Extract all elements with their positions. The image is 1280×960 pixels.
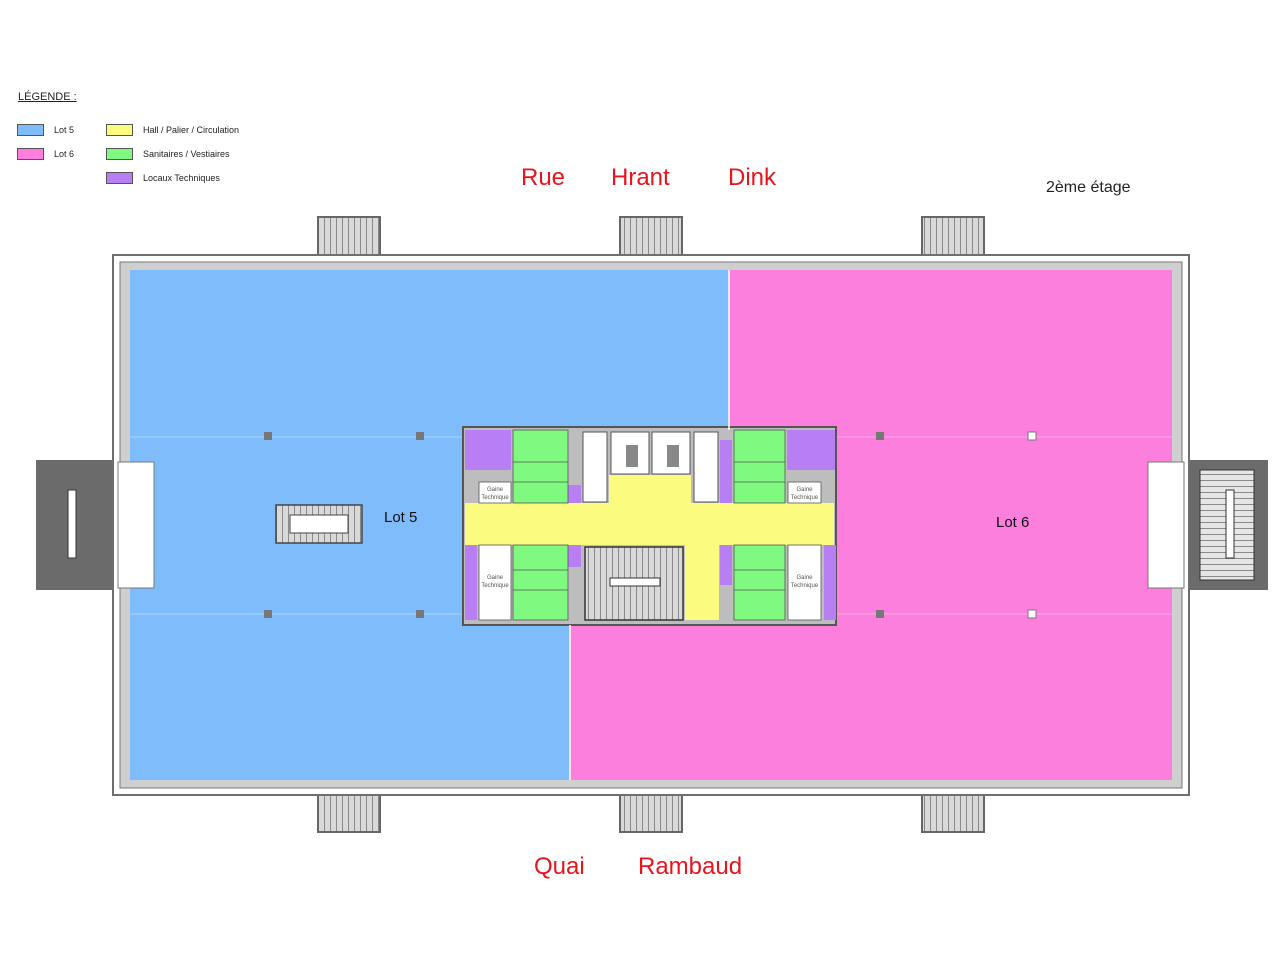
grid-lines [130, 436, 1172, 615]
legend-label-hall: Hall / Palier / Circulation [143, 125, 240, 135]
door-right [1147, 461, 1185, 589]
legend-swatch-lot6 [17, 148, 44, 160]
street-word-rambaud: Rambaud [638, 853, 743, 880]
annex-right-window [1225, 489, 1235, 559]
gaine-label-4: Gaine Technique [790, 575, 819, 589]
sanitaires-3 [733, 429, 786, 504]
sanitaires-1 [512, 429, 569, 504]
legend-title: LÉGENDE : [18, 91, 77, 103]
street-word-rue: Rue [521, 164, 566, 191]
lot5-label: Lot 5 [384, 509, 418, 526]
gaine-label-1: Gaine Technique [481, 487, 509, 501]
lot6-area [570, 270, 1172, 780]
gaine-label-2: Gaine Technique [481, 575, 509, 589]
street-word-hrant: Hrant [611, 164, 670, 191]
technique-room-1 [465, 430, 511, 470]
hall-landing [609, 475, 691, 545]
legend-swatch-hall [106, 124, 133, 136]
central-core [462, 426, 837, 626]
door-left [117, 461, 155, 589]
gaine-label-3: Gaine Technique [790, 487, 819, 501]
legend-label-technique: Locaux Techniques [143, 173, 220, 183]
legend-label-sanitaires: Sanitaires / Vestiaires [143, 149, 230, 159]
sanitaires-2 [512, 544, 569, 621]
legend-label-lot5: Lot 5 [54, 125, 75, 135]
annex-left-window [67, 489, 77, 559]
columns [264, 431, 1037, 619]
street-word-dink: Dink [728, 164, 777, 191]
legend-swatch-technique [106, 172, 133, 184]
sanitaires-4 [733, 544, 786, 621]
legend-label-lot6: Lot 6 [54, 149, 75, 159]
legend-swatch-lot5 [17, 124, 44, 136]
lot6-label: Lot 6 [996, 514, 1030, 531]
lot5-area [130, 270, 729, 780]
hall-branch [685, 545, 719, 620]
street-word-quai: Quai [534, 853, 585, 880]
floor-label: 2ème étage [1046, 179, 1131, 196]
technique-room-2 [787, 430, 835, 470]
annex-left [36, 460, 118, 590]
legend-swatch-sanitaires [106, 148, 133, 160]
